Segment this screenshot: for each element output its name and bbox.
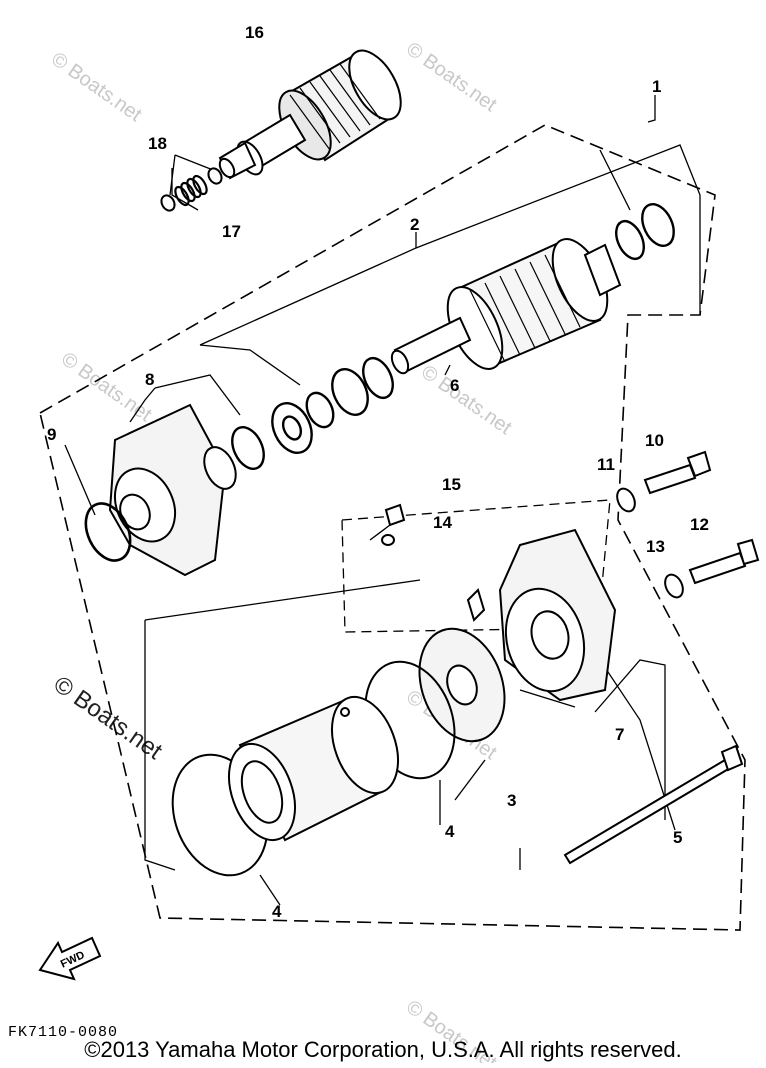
watermark-top-left: © Boats.net	[47, 48, 146, 126]
callout-12: 12	[690, 515, 709, 534]
leader-lines	[64, 95, 701, 906]
copyright-notice: ©2013 Yamaha Motor Corporation, U.S.A. A…	[84, 1037, 682, 1062]
callout-15: 15	[442, 475, 461, 494]
watermark-mid-left: © Boats.net	[57, 348, 156, 426]
watermarks: © Boats.net © Boats.net © Boats.net © Bo…	[47, 38, 516, 1068]
callout-2: 2	[410, 215, 419, 234]
callout-17: 17	[222, 222, 241, 241]
callout-4-lower: 4	[272, 902, 282, 921]
bolts-and-washers	[616, 450, 760, 599]
callout-13: 13	[646, 537, 665, 556]
nut-and-washer	[381, 503, 406, 546]
forward-arrow-icon: FWD	[38, 936, 102, 981]
washer-stack	[231, 356, 394, 470]
rear-cover	[498, 528, 617, 702]
callout-9: 9	[47, 425, 56, 444]
callout-labels: 1 2 3 4 4 5 6 7 8 9 10 11 12 13 14 15 16…	[47, 23, 709, 921]
drive-pinion-assembly	[218, 49, 402, 180]
o-ring	[84, 502, 132, 562]
front-cover	[108, 403, 237, 577]
through-bolt	[563, 744, 744, 865]
callout-18: 18	[148, 134, 167, 153]
fastener-group-boundary	[341, 499, 611, 633]
callout-1: 1	[652, 77, 661, 96]
callout-5: 5	[673, 828, 682, 847]
callout-14: 14	[433, 513, 452, 532]
callout-4-upper: 4	[445, 822, 455, 841]
armature	[390, 238, 622, 375]
callout-16: 16	[245, 23, 264, 42]
callout-8: 8	[145, 370, 154, 389]
callout-7: 7	[615, 725, 624, 744]
watermark-prominent: © Boats.net	[49, 671, 168, 765]
brush-holder	[418, 588, 506, 743]
spring-and-washers	[160, 167, 223, 212]
callout-6: 6	[450, 376, 459, 395]
watermark-top-center: © Boats.net	[402, 38, 501, 116]
yoke-housing	[228, 695, 399, 842]
watermark-mid-center: © Boats.net	[417, 361, 516, 439]
armature-shims	[615, 203, 675, 261]
callout-10: 10	[645, 431, 664, 450]
assembly-boundary	[39, 124, 746, 931]
callout-11: 11	[597, 455, 615, 474]
diagram-code: FK7110-0080	[8, 1024, 119, 1041]
callout-3: 3	[507, 791, 516, 810]
